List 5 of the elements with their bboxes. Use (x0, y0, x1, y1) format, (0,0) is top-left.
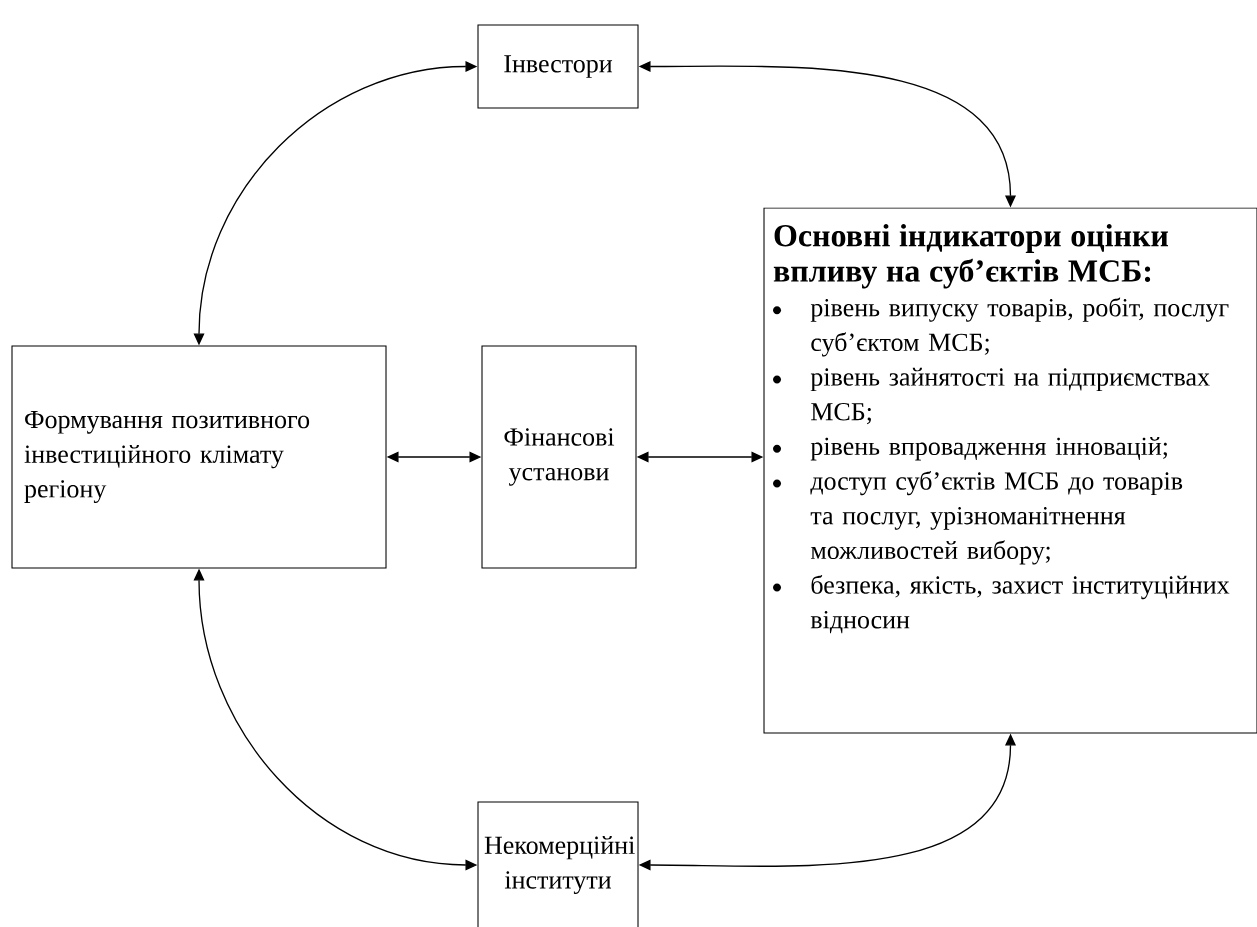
process-box: Інвестори (477, 24, 639, 109)
process-box: Формування позитивного інвестиційного клімату регіону (11, 345, 387, 569)
process-box: Некомерційні інститути (477, 801, 639, 927)
indicator-box: Основні індикатори оцінки впливу на суб’єктів МСБ: рівень випуску товарів, робіт, послуг суб’єктом МСБ; рівень зайнятості на підприємствах МСБ; рівень впровадження інновацій; доступ суб’єктів МСБ до товарів та послуг, урізноманітнення можливостей вибору; безпека, якість, захист інституційних відносин (763, 207, 1257, 734)
process-box: Фінансові установи (481, 345, 637, 569)
